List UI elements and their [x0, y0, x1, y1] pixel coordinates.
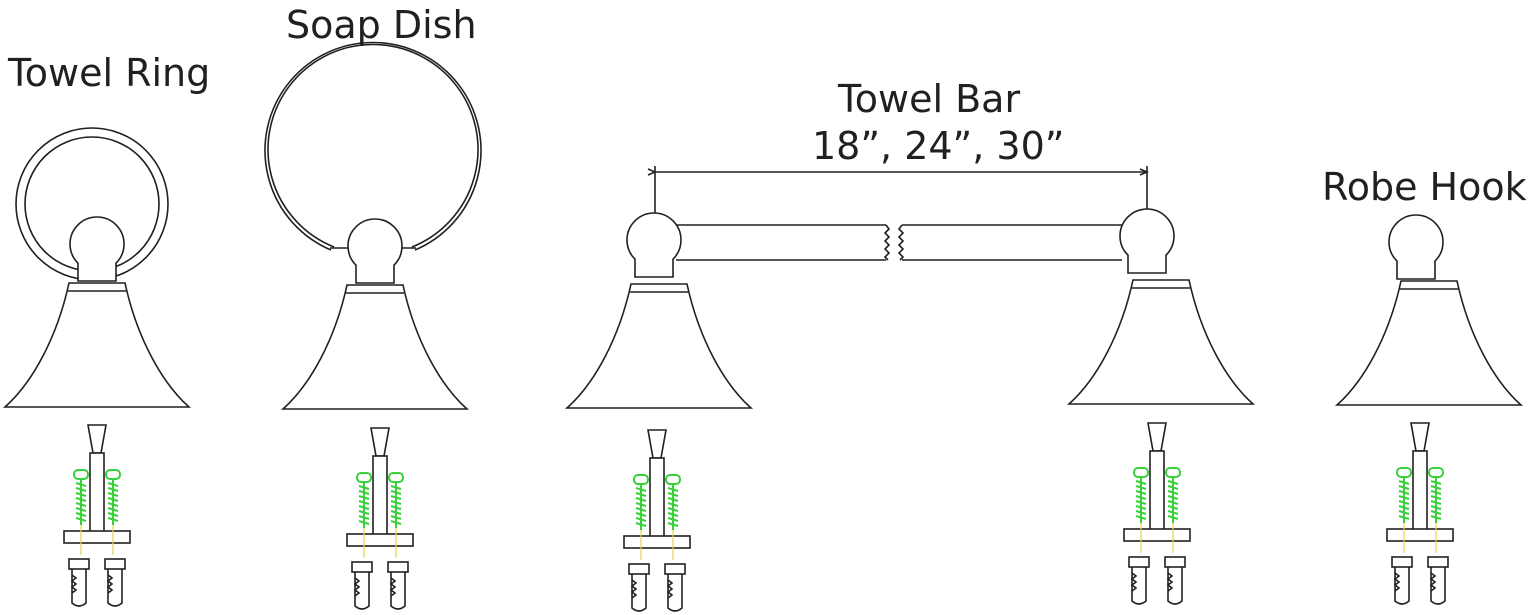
soap-dish-label: Soap Dish [286, 3, 477, 47]
towel-bar-sizes-label: 18”, 24”, 30” [812, 124, 1065, 168]
robe-hook-label: Robe Hook [1322, 165, 1527, 209]
towel-ring-label: Towel Ring [8, 51, 211, 95]
towel-ring-drawing [4, 127, 190, 607]
soap-dish-drawing [264, 41, 482, 610]
robe-hook-drawing [1336, 214, 1522, 605]
towel-bar-label: Towel Bar [838, 77, 1021, 121]
towel-bar-drawing [566, 166, 1254, 612]
